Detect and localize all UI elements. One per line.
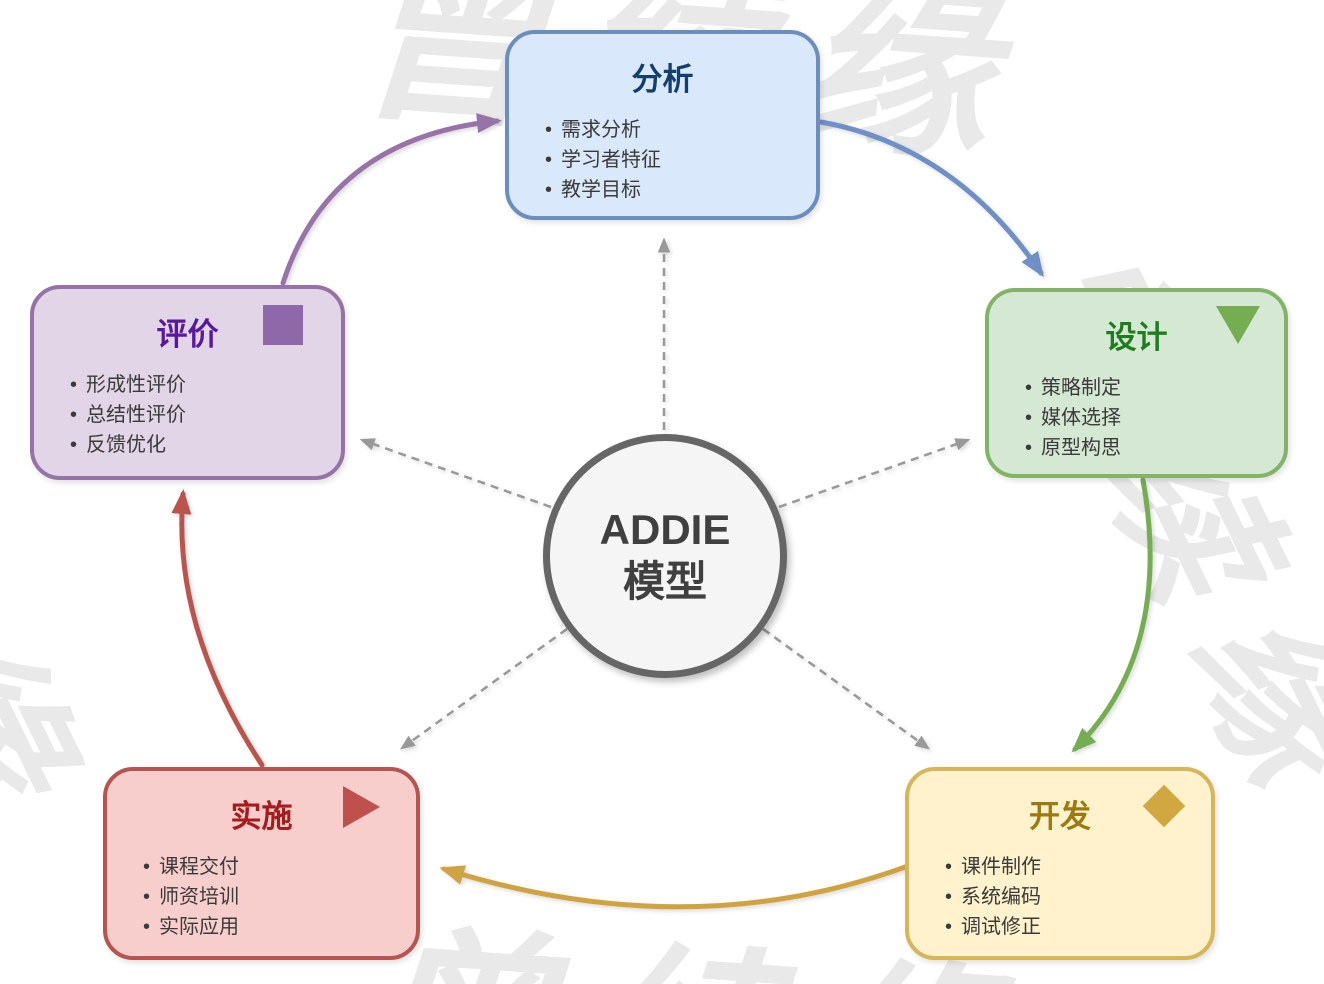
list-item-text: 策略制定: [1041, 377, 1122, 399]
bullet-icon: •: [1025, 437, 1033, 459]
node-implementation-list: • 课程交付 • 师资培训 • 实际应用: [107, 852, 416, 942]
list-item-text: 媒体选择: [1041, 407, 1122, 429]
bullet-icon: •: [70, 404, 78, 426]
bullet-icon: •: [945, 916, 953, 938]
list-item: • 策略制定: [1025, 373, 1284, 403]
list-item-text: 学习者特征: [561, 149, 662, 171]
dashed-link-center-to-implementation: [399, 627, 568, 750]
list-item-text: 课件制作: [961, 856, 1042, 878]
list-item: • 课程交付: [143, 852, 416, 882]
list-item: • 反馈优化: [70, 430, 341, 460]
triangle-right-icon: [343, 786, 380, 828]
list-item: • 教学目标: [545, 175, 816, 205]
square-icon: [263, 305, 303, 345]
arrow-analysis-to-design: [818, 119, 1044, 278]
node-design: 设计 • 策略制定 • 媒体选择 • 原型构思: [985, 288, 1288, 478]
node-analysis: 分析 • 需求分析 • 学习者特征 • 教学目标: [505, 30, 820, 220]
bullet-icon: •: [545, 119, 553, 141]
list-item-text: 系统编码: [961, 886, 1042, 908]
bullet-icon: •: [1025, 377, 1033, 399]
center-title-line1: ADDIE: [599, 505, 731, 553]
list-item-text: 教学目标: [561, 179, 642, 201]
list-item: • 实际应用: [143, 912, 416, 942]
list-item: • 原型构思: [1025, 433, 1284, 463]
node-analysis-title: 分析: [631, 62, 694, 97]
dashed-link-center-to-development: [762, 627, 931, 750]
arrow-implementation-to-evaluation: [171, 489, 265, 768]
list-item: • 系统编码: [945, 882, 1211, 912]
arrow-evaluation-to-analysis: [280, 113, 502, 286]
list-item: • 总结性评价: [70, 400, 341, 430]
node-implementation: 实施 • 课程交付 • 师资培训 • 实际应用: [103, 767, 420, 960]
list-item-text: 师资培训: [159, 886, 240, 908]
list-item: • 师资培训: [143, 882, 416, 912]
list-item: • 媒体选择: [1025, 403, 1284, 433]
bullet-icon: •: [1025, 407, 1033, 429]
node-design-title: 设计: [1105, 320, 1168, 355]
node-evaluation-title: 评价: [156, 317, 219, 352]
list-item: • 调试修正: [945, 912, 1211, 942]
list-item-text: 调试修正: [961, 916, 1042, 938]
triangle-down-icon: [1216, 306, 1260, 344]
node-analysis-list: • 需求分析 • 学习者特征 • 教学目标: [509, 115, 816, 205]
node-evaluation-list: • 形成性评价 • 总结性评价 • 反馈优化: [34, 370, 341, 460]
node-implementation-title: 实施: [230, 799, 293, 834]
bullet-icon: •: [70, 434, 78, 456]
list-item: • 课件制作: [945, 852, 1211, 882]
list-item: • 学习者特征: [545, 145, 816, 175]
bullet-icon: •: [945, 886, 953, 908]
list-item-text: 形成性评价: [86, 374, 187, 396]
bullet-icon: •: [143, 916, 151, 938]
node-development-list: • 课件制作 • 系统编码 • 调试修正: [909, 852, 1211, 942]
bullet-icon: •: [945, 856, 953, 878]
arrow-development-to-implementation: [439, 863, 911, 910]
dashed-link-center-to-design: [778, 438, 971, 509]
bullet-icon: •: [143, 886, 151, 908]
list-item-text: 原型构思: [1041, 437, 1122, 459]
arrow-design-to-development: [1071, 477, 1153, 753]
list-item-text: 需求分析: [561, 119, 642, 141]
center-node-addie: ADDIE 模型: [543, 434, 787, 678]
bullet-icon: •: [545, 149, 553, 171]
node-development: 开发 • 课件制作 • 系统编码 • 调试修正: [905, 767, 1215, 960]
dashed-link-center-to-evaluation: [359, 438, 552, 509]
bullet-icon: •: [545, 179, 553, 201]
bullet-icon: •: [70, 374, 78, 396]
center-title-line2: 模型: [622, 558, 707, 605]
node-evaluation: 评价 • 形成性评价 • 总结性评价 • 反馈优化: [30, 285, 345, 480]
node-development-title: 开发: [1029, 799, 1091, 834]
bullet-icon: •: [143, 856, 151, 878]
list-item-text: 反馈优化: [86, 434, 167, 456]
list-item-text: 课程交付: [159, 856, 240, 878]
node-design-list: • 策略制定 • 媒体选择 • 原型构思: [989, 373, 1284, 463]
list-item: • 需求分析: [545, 115, 816, 145]
list-item-text: 总结性评价: [86, 404, 187, 426]
list-item-text: 实际应用: [159, 916, 240, 938]
list-item: • 形成性评价: [70, 370, 341, 400]
